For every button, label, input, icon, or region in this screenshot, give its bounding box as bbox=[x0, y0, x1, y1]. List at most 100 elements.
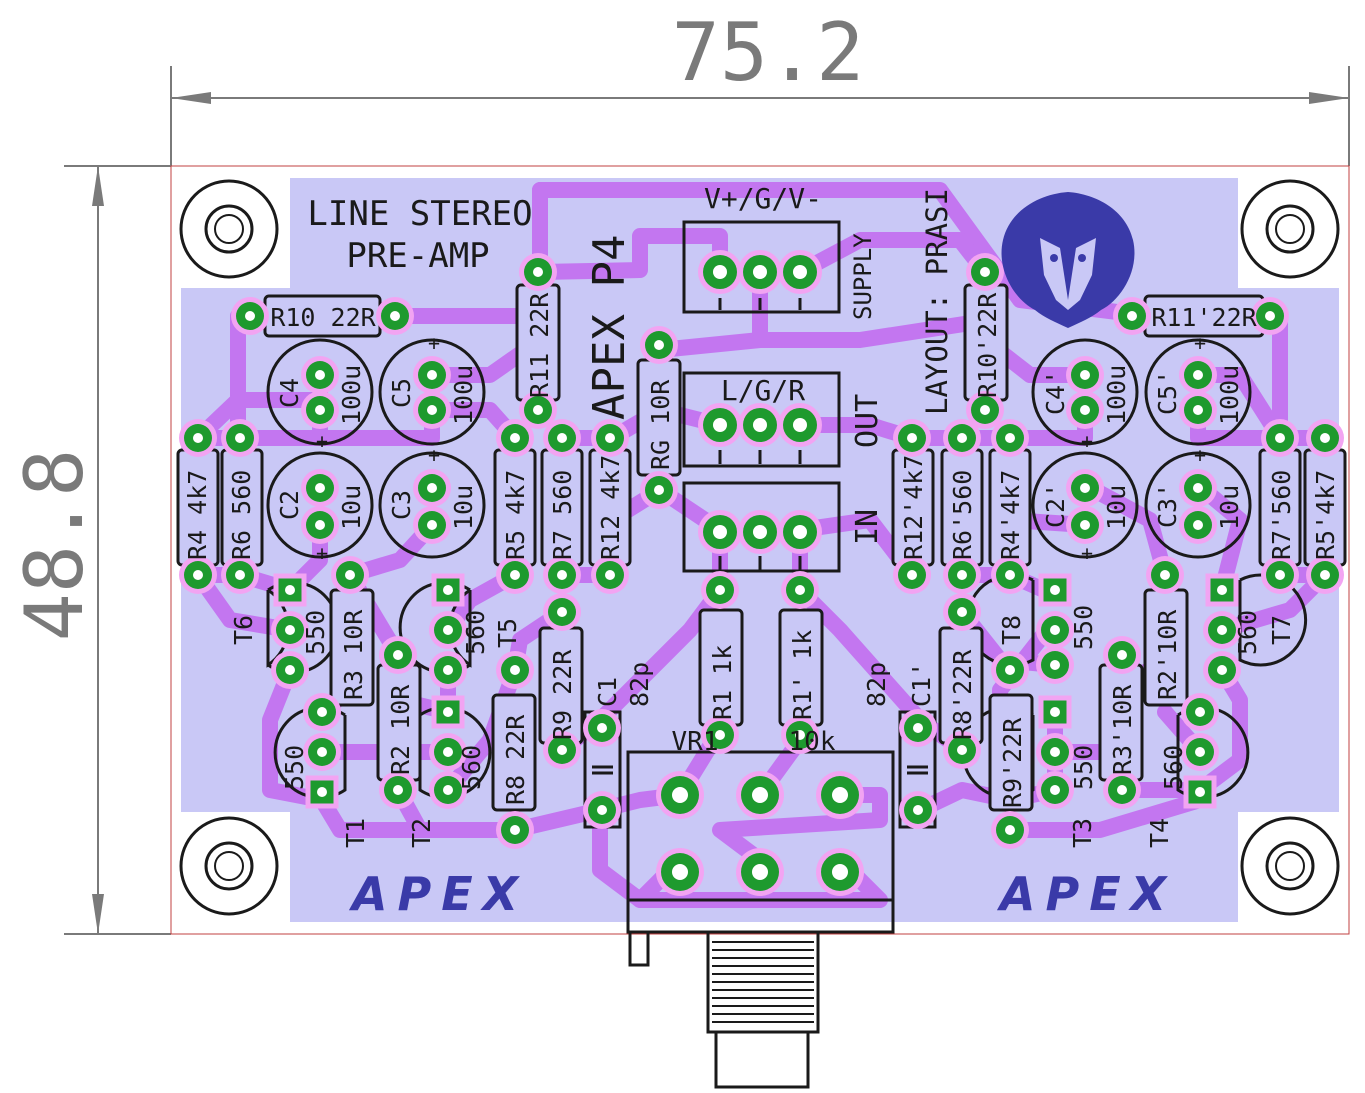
svg-text:+: + bbox=[316, 541, 328, 565]
c4-value: 100u bbox=[337, 365, 366, 425]
r1-label: R1 1k bbox=[708, 645, 737, 720]
r4-label: R4 4k7 bbox=[183, 470, 212, 560]
r5p-label: R5'4k7 bbox=[1311, 470, 1340, 560]
r8-label: R8 22R bbox=[501, 714, 530, 805]
svg-text:+: + bbox=[1081, 541, 1093, 565]
c2-label: C2 bbox=[275, 490, 304, 520]
r6-label: R6 560 bbox=[227, 470, 256, 560]
r5-label: R5 4k7 bbox=[501, 470, 530, 560]
svg-text:+: + bbox=[1194, 443, 1206, 467]
t5-value: 560 bbox=[461, 610, 490, 655]
r11-label: R11 22R bbox=[525, 292, 554, 398]
t7-value: 560 bbox=[1233, 610, 1262, 655]
c2p-value: 10u bbox=[1102, 485, 1131, 530]
lion-logo-icon bbox=[1001, 192, 1135, 328]
resistor-outlines bbox=[176, 283, 1347, 812]
supply-pin-label: V+/G/V- bbox=[704, 182, 822, 215]
r3p-label: R3'10R bbox=[1108, 684, 1137, 775]
c5p-value: 100u bbox=[1215, 365, 1244, 425]
c3-value: 10u bbox=[449, 485, 478, 530]
polarity-marks: + + + + + + + + bbox=[316, 331, 1206, 565]
svg-text:+: + bbox=[316, 429, 328, 453]
r2-label: R2 10R bbox=[386, 684, 415, 775]
t8-label: T8 bbox=[997, 615, 1026, 645]
t1-label: T1 bbox=[341, 818, 370, 848]
svg-text:+: + bbox=[1081, 429, 1093, 453]
t3-label: T3 bbox=[1068, 818, 1097, 848]
c5p-label: C5' bbox=[1153, 370, 1182, 415]
r7-label: R7 560 bbox=[548, 470, 577, 560]
c2-value: 10u bbox=[337, 485, 366, 530]
c1p-value: 82p bbox=[862, 662, 891, 707]
vr-value-label: 10k bbox=[789, 727, 836, 757]
dimension-lines bbox=[64, 66, 1350, 935]
height-dimension-label: 48.8 bbox=[8, 449, 101, 642]
r9p-label: R9'22R bbox=[998, 717, 1027, 808]
r4p-label: R4'4k7 bbox=[996, 470, 1025, 560]
layout-credit: LAYOUT: PRASI bbox=[920, 188, 954, 415]
t1-value: 550 bbox=[280, 745, 309, 790]
svg-text:+: + bbox=[428, 443, 440, 467]
in-side-label: IN bbox=[850, 509, 885, 545]
r7p-label: R7'560 bbox=[1267, 470, 1296, 560]
potentiometer-body bbox=[626, 750, 895, 1089]
r2p-label: R2'10R bbox=[1153, 609, 1182, 700]
out-side-label: OUT bbox=[850, 394, 885, 448]
mounting-holes bbox=[179, 179, 1340, 916]
supply-connector-outline bbox=[682, 220, 841, 314]
c3p-value: 10u bbox=[1215, 485, 1244, 530]
r10-label: R10 22R bbox=[270, 303, 376, 332]
t2-label: T2 bbox=[407, 818, 436, 848]
board-name: APEX P4 bbox=[584, 235, 635, 420]
c4p-label: C4' bbox=[1041, 370, 1070, 415]
c3p-label: C3' bbox=[1153, 483, 1182, 528]
c5-label: C5 bbox=[387, 378, 416, 408]
brand-right: APEX bbox=[997, 867, 1176, 921]
r8p-label: R8'22R bbox=[948, 649, 977, 740]
c4p-value: 100u bbox=[1102, 365, 1131, 425]
r10p-label: R10'22R bbox=[973, 292, 1002, 398]
r11p-label: R11'22R bbox=[1151, 303, 1257, 332]
connector-pin-markers bbox=[718, 298, 802, 570]
vr-name-label: VR1 bbox=[672, 727, 719, 757]
t5-label: T5 bbox=[493, 618, 522, 648]
potentiometer-shaft-thread bbox=[712, 941, 814, 1023]
dimension-arrows bbox=[92, 92, 1349, 934]
r12p-label: R12'4k7 bbox=[899, 455, 928, 560]
connector-outlines bbox=[682, 220, 841, 573]
t3-value: 550 bbox=[1069, 745, 1098, 790]
out-connector-outline bbox=[682, 371, 841, 468]
t6-label: T6 bbox=[229, 615, 258, 645]
board-title-line1: LINE STEREO bbox=[307, 194, 532, 234]
board-title-line2: PRE-AMP bbox=[346, 236, 489, 276]
c2p-label: C2' bbox=[1041, 483, 1070, 528]
r1p-label: R1' 1k bbox=[788, 630, 817, 720]
r9-label: R9 22R bbox=[548, 649, 577, 740]
r6p-label: R6'560 bbox=[948, 470, 977, 560]
width-dimension-label: 75.2 bbox=[672, 6, 865, 99]
r3-label: R3 10R bbox=[339, 609, 368, 700]
t2-value: 560 bbox=[457, 745, 486, 790]
c1-value: 82p bbox=[625, 662, 654, 707]
c3-label: C3 bbox=[387, 490, 416, 520]
supply-side-label: SUPPLY bbox=[849, 233, 877, 320]
svg-text:+: + bbox=[428, 331, 440, 355]
component-labels: R11 22R R10'22R RG 10R C4 100u C5 100u C… bbox=[183, 292, 1340, 848]
svg-text:+: + bbox=[1194, 331, 1206, 355]
t7-label: T7 bbox=[1267, 615, 1296, 645]
brand-left: APEX bbox=[349, 867, 528, 921]
c4-label: C4 bbox=[275, 378, 304, 408]
t4-value: 560 bbox=[1159, 745, 1188, 790]
c1p-label: C1' bbox=[907, 662, 936, 707]
in-connector-outline bbox=[682, 481, 841, 573]
out-pin-label: L/G/R bbox=[721, 374, 805, 407]
t6-value: 550 bbox=[301, 610, 330, 655]
pads bbox=[179, 250, 1344, 896]
r12-label: R12 4k7 bbox=[596, 455, 625, 560]
t8-value: 550 bbox=[1069, 605, 1098, 650]
rg-label: RG 10R bbox=[646, 379, 675, 470]
c1-label: C1 bbox=[593, 677, 622, 707]
capacitor-outlines bbox=[266, 338, 1252, 559]
t4-label: T4 bbox=[1145, 818, 1174, 848]
